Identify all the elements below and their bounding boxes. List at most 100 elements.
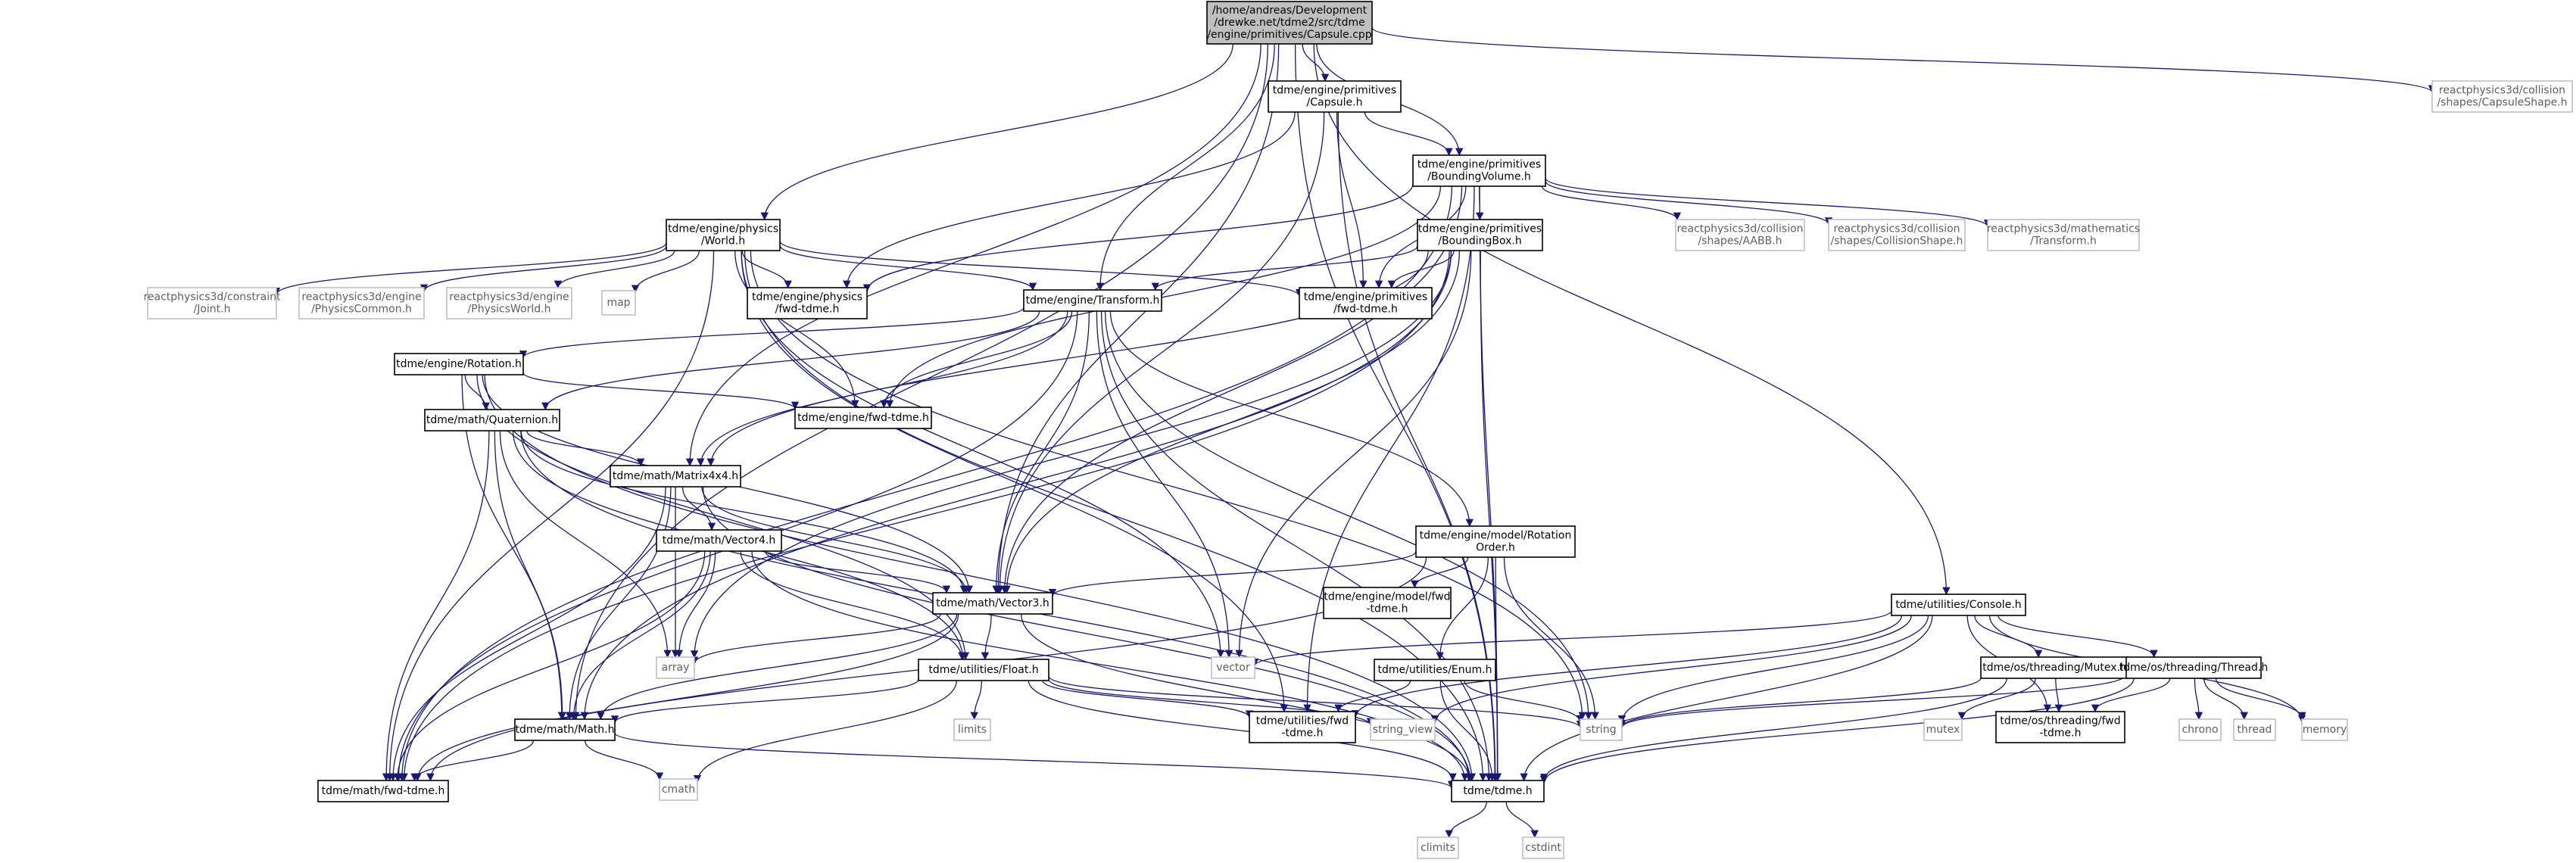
node-utilities-fwd[interactable]: tdme/utilities/fwd-tdme.h [1249,711,1356,743]
node-matrix4x4[interactable]: tdme/math/Matrix4x4.h [610,465,741,488]
edge-world-to-primitives_fwd [779,241,1304,298]
node-math-h[interactable]: tdme/math/Math.h [514,718,616,741]
edge-capsule_h-to-tdme_h [1337,111,1499,782]
node-thread-h[interactable]: tdme/os/threading/Thread.h [2119,656,2268,679]
edge-rotation-to-tdme_h [484,374,1477,782]
node-box [1370,718,1436,741]
node-box [666,219,781,251]
file-nodes: /home/andreas/Development/drewke.net/tdm… [143,1,2573,859]
node-label: /Transform.h [2030,235,2097,248]
node-label: chrono [2181,724,2218,736]
node-boundingbox[interactable]: tdme/engine/primitives/BoundingBox.h [1417,219,1543,251]
node-primitives-fwd[interactable]: tdme/engine/primitives/fwd-tdme.h [1299,287,1433,319]
edge-capsule_h-to-boundingvolume [1364,111,1453,157]
node-physics-fwd[interactable]: tdme/engine/physics/fwd-tdme.h [747,287,868,319]
edge-math_h-to-cmath [584,740,664,780]
node-label: /home/andreas/Development [1212,5,1368,17]
node-box [932,592,1053,615]
edge-boundingbox-to-transform [1151,245,1418,291]
node-enum[interactable]: tdme/utilities/Enum.h [1374,659,1496,681]
edge-vector3-to-tdme_h [1021,613,1474,782]
node-box [147,287,277,319]
edge-capsule_h-to-vector3 [996,111,1325,594]
node-tdme-h[interactable]: tdme/tdme.h [1451,780,1545,802]
node-label: string_view [1373,724,1433,736]
edge-thread_h-to-threading_fwd [2091,678,2171,713]
node-label: reactphysics3d/collision [2439,85,2565,97]
node-boundingvolume[interactable]: tdme/engine/primitives/BoundingVolume.h [1412,154,1546,187]
edge-math_h-to-math_fwd [410,740,535,782]
node-label: tdme/math/Matrix4x4.h [613,470,738,482]
edge-quaternion-to-vector3 [520,430,968,594]
node-box [953,718,991,741]
edge-quaternion-to-array [499,430,672,659]
node-threading-fwd[interactable]: tdme/os/threading/fwd-tdme.h [1995,711,2125,743]
node-engine-fwd[interactable]: tdme/engine/fwd-tdme.h [794,407,932,429]
node-float[interactable]: tdme/utilities/Float.h [918,659,1049,681]
edge-tdme_h-to-cstdint [1505,801,1539,839]
node-label: /PhysicsWorld.h [468,304,551,316]
edge-console-to-thread_h [1997,615,2158,659]
node-world[interactable]: tdme/engine/physics/World.h [666,219,781,251]
node-vector3[interactable]: tdme/math/Vector3.h [932,592,1053,615]
edge-boundingbox-to-math_fwd [400,250,1450,782]
node-label: vector [1216,662,1250,674]
node-label: tdme/tdme.h [1463,785,1532,797]
node-thread: thread [2233,718,2276,741]
node-box [1268,80,1402,113]
edge-world-to-physics_fwd [741,250,792,289]
node-label: tdme/utilities/fwd [1256,715,1349,727]
node-label: tdme/engine/physics [668,223,778,235]
node-rp-physicscommon: reactphysics3d/engine/PhysicsCommon.h [298,287,425,319]
node-box [1995,711,2125,743]
edge-capsule_cpp-to-world [760,43,1233,221]
node-capsule-cpp[interactable]: /home/andreas/Development/drewke.net/tdm… [1206,1,1373,45]
node-box [918,659,1049,681]
node-label: cmath [662,784,695,796]
node-box [1891,594,2026,616]
edge-vector4-to-math_h [569,550,711,721]
node-label: reactphysics3d/collision [1676,223,1803,235]
edge-boundingvolume-to-tdme_h [1479,185,1502,782]
node-label: tdme/engine/physics [752,291,862,304]
node-console[interactable]: tdme/utilities/Console.h [1891,594,2026,616]
edge-rotationorder-to-tdme_h [1493,556,1502,782]
node-box [1249,711,1356,743]
node-box [747,287,868,319]
node-box [317,780,449,802]
node-vector4[interactable]: tdme/math/Vector4.h [656,529,782,552]
edge-math_h-to-tdme_h [614,732,1455,790]
node-math-fwd[interactable]: tdme/math/fwd-tdme.h [317,780,449,802]
node-string: string [1580,718,1623,741]
edge-float-to-utilities_fwd [1042,680,1254,718]
node-model-fwd[interactable]: tdme/engine/model/fwd-tdme.h [1323,587,1452,619]
edge-float-to-string [1048,676,1585,729]
node-label: tdme/engine/primitives [1273,85,1396,97]
node-transform[interactable]: tdme/engine/Transform.h [1023,289,1162,312]
node-label: tdme/engine/Rotation.h [396,358,522,370]
node-box [1323,587,1452,619]
node-quaternion[interactable]: tdme/math/Quaternion.h [424,409,560,432]
edge-boundingvolume-to-utilities_fwd [1303,185,1475,713]
edge-tdme_h-to-climits [1445,801,1487,839]
edge-world-to-string [750,250,1586,721]
edge-transform-to-matrix4x4 [697,310,1068,467]
node-memory: memory [2301,718,2348,741]
node-rotation[interactable]: tdme/engine/Rotation.h [394,353,524,375]
node-label: /BoundingBox.h [1438,235,1522,248]
node-label: tdme/engine/primitives [1418,223,1542,235]
node-rp-transform: reactphysics3d/mathematics/Transform.h [1987,219,2140,251]
node-label: /fwd-tdme.h [775,304,840,316]
node-capsule-h[interactable]: tdme/engine/primitives/Capsule.h [1268,80,1402,113]
edge-boundingvolume-to-rp_collisionshape [1545,180,1833,226]
node-box [2301,718,2348,741]
node-label: tdme/engine/primitives [1304,291,1427,304]
edge-mutex_h-to-mutex [1957,678,2036,721]
node-label: tdme/math/Math.h [516,724,615,736]
edge-vector3-to-float [981,613,992,661]
node-mutex-h[interactable]: tdme/os/threading/Mutex.h [1980,656,2129,679]
node-label: tdme/engine/model/Rotation [1420,530,1572,542]
node-box [659,778,698,801]
edge-vector4-to-vector3 [764,550,951,594]
